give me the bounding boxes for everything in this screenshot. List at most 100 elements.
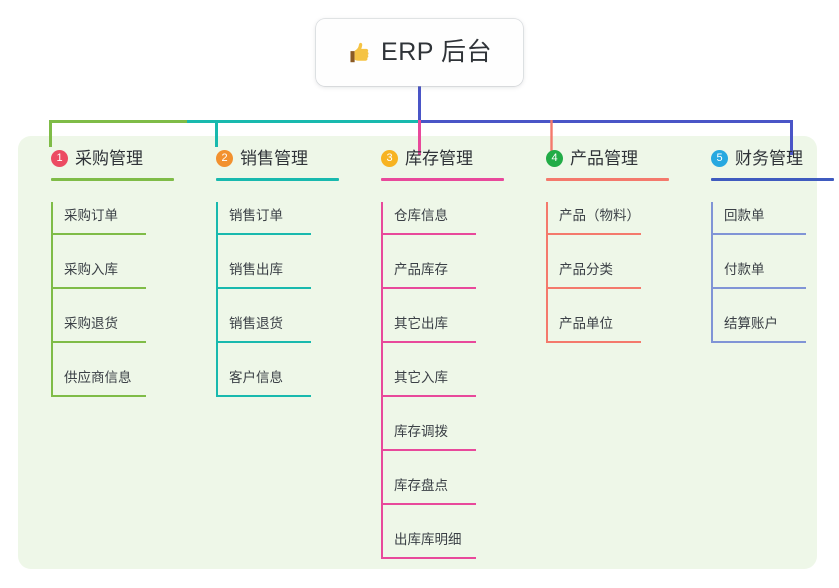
branch-badge-2: 2 [216, 149, 233, 167]
leaf-underline [546, 341, 641, 343]
branch-column-4: 4 产品管理 产品（物料） 产品分类 产品单位 [523, 145, 683, 364]
list-item[interactable]: 回款单 [688, 202, 839, 256]
branch-spine-5 [711, 202, 713, 342]
branch-header-row-4: 4 产品管理 [546, 145, 683, 171]
leaf-label: 产品分类 [559, 262, 613, 277]
leaf-underline [381, 395, 476, 397]
branch-badge-5: 5 [711, 149, 728, 167]
leaf-label: 库存调拨 [394, 424, 448, 439]
leaf-label: 客户信息 [229, 370, 283, 385]
branch-header-1[interactable]: 1 采购管理 [28, 145, 188, 181]
branch-items-1: 采购订单 采购入库 采购退货 供应商信息 [28, 202, 188, 418]
leaf-underline [51, 341, 146, 343]
list-item[interactable]: 其它入库 [358, 364, 518, 418]
leaf-underline [216, 233, 311, 235]
leaf-label: 出库库明细 [394, 532, 462, 547]
branch-items-2: 销售订单 销售出库 销售退货 客户信息 [193, 202, 353, 418]
leaf-underline [51, 395, 146, 397]
leaf-underline [381, 341, 476, 343]
branch-column-3: 3 库存管理 仓库信息 产品库存 其它出库 其它入库 [358, 145, 518, 580]
leaf-label: 销售退货 [229, 316, 283, 331]
branch-header-row-5: 5 财务管理 [711, 145, 839, 171]
list-item[interactable]: 供应商信息 [28, 364, 188, 418]
branch-header-row-3: 3 库存管理 [381, 145, 518, 171]
branch-badge-1: 1 [51, 149, 68, 167]
list-item[interactable]: 产品（物料） [523, 202, 683, 256]
branch-header-3[interactable]: 3 库存管理 [358, 145, 518, 181]
branch-header-4[interactable]: 4 产品管理 [523, 145, 683, 181]
list-item[interactable]: 库存盘点 [358, 472, 518, 526]
branch-underline-3 [381, 178, 504, 181]
branch-spine-1 [51, 202, 53, 396]
leaf-underline [216, 287, 311, 289]
branch-header-row-2: 2 销售管理 [216, 145, 353, 171]
leaf-label: 结算账户 [724, 316, 778, 331]
leaf-underline [381, 449, 476, 451]
leaf-label: 产品单位 [559, 316, 613, 331]
branch-spine-3 [381, 202, 383, 558]
thumbs-up-icon [350, 42, 369, 63]
list-item[interactable]: 付款单 [688, 256, 839, 310]
leaf-label: 产品库存 [394, 262, 448, 277]
leaf-underline [51, 287, 146, 289]
leaf-underline [216, 395, 311, 397]
list-item[interactable]: 出库库明细 [358, 526, 518, 580]
list-item[interactable]: 采购入库 [28, 256, 188, 310]
list-item[interactable]: 仓库信息 [358, 202, 518, 256]
leaf-label: 其它入库 [394, 370, 448, 385]
leaf-label: 销售出库 [229, 262, 283, 277]
branch-title-3: 库存管理 [405, 148, 473, 168]
branch-badge-3: 3 [381, 149, 398, 167]
list-item[interactable]: 销售订单 [193, 202, 353, 256]
branch-title-4: 产品管理 [570, 148, 638, 168]
branch-underline-1 [51, 178, 174, 181]
list-item[interactable]: 产品分类 [523, 256, 683, 310]
list-item[interactable]: 销售出库 [193, 256, 353, 310]
leaf-underline [546, 233, 641, 235]
branch-underline-4 [546, 178, 669, 181]
list-item[interactable]: 其它出库 [358, 310, 518, 364]
leaf-label: 供应商信息 [64, 370, 132, 385]
list-item[interactable]: 库存调拨 [358, 418, 518, 472]
leaf-label: 销售订单 [229, 208, 283, 223]
leaf-underline [546, 287, 641, 289]
leaf-label: 采购订单 [64, 208, 118, 223]
list-item[interactable]: 产品单位 [523, 310, 683, 364]
leaf-underline [711, 287, 806, 289]
leaf-underline [381, 233, 476, 235]
list-item[interactable]: 采购订单 [28, 202, 188, 256]
leaf-label: 库存盘点 [394, 478, 448, 493]
leaf-label: 产品（物料） [559, 208, 640, 223]
root-node[interactable]: ERP 后台 [316, 19, 523, 86]
branch-title-5: 财务管理 [735, 148, 803, 168]
branch-items-5: 回款单 付款单 结算账户 [688, 202, 839, 364]
leaf-underline [381, 287, 476, 289]
branch-header-2[interactable]: 2 销售管理 [193, 145, 353, 181]
branch-column-5: 5 财务管理 回款单 付款单 结算账户 [688, 145, 839, 364]
root-node-content: ERP 后台 [347, 40, 492, 65]
branch-spine-2 [216, 202, 218, 396]
branch-column-1: 1 采购管理 采购订单 采购入库 采购退货 供应商信息 [28, 145, 188, 418]
list-item[interactable]: 客户信息 [193, 364, 353, 418]
list-item[interactable]: 销售退货 [193, 310, 353, 364]
leaf-underline [711, 233, 806, 235]
branch-underline-5 [711, 178, 834, 181]
branch-spine-4 [546, 202, 548, 342]
branch-header-5[interactable]: 5 财务管理 [688, 145, 839, 181]
leaf-label: 仓库信息 [394, 208, 448, 223]
list-item[interactable]: 采购退货 [28, 310, 188, 364]
root-title: ERP 后台 [381, 38, 492, 66]
diagram-panel [18, 136, 817, 569]
leaf-label: 采购退货 [64, 316, 118, 331]
list-item[interactable]: 产品库存 [358, 256, 518, 310]
branch-column-2: 2 销售管理 销售订单 销售出库 销售退货 客户信息 [193, 145, 353, 418]
branch-title-2: 销售管理 [240, 148, 308, 168]
branch-items-3: 仓库信息 产品库存 其它出库 其它入库 库存调拨 库存盘点 [358, 202, 518, 580]
leaf-label: 回款单 [724, 208, 765, 223]
leaf-label: 其它出库 [394, 316, 448, 331]
leaf-underline [51, 233, 146, 235]
list-item[interactable]: 结算账户 [688, 310, 839, 364]
leaf-label: 付款单 [724, 262, 765, 277]
branch-title-1: 采购管理 [75, 148, 143, 168]
